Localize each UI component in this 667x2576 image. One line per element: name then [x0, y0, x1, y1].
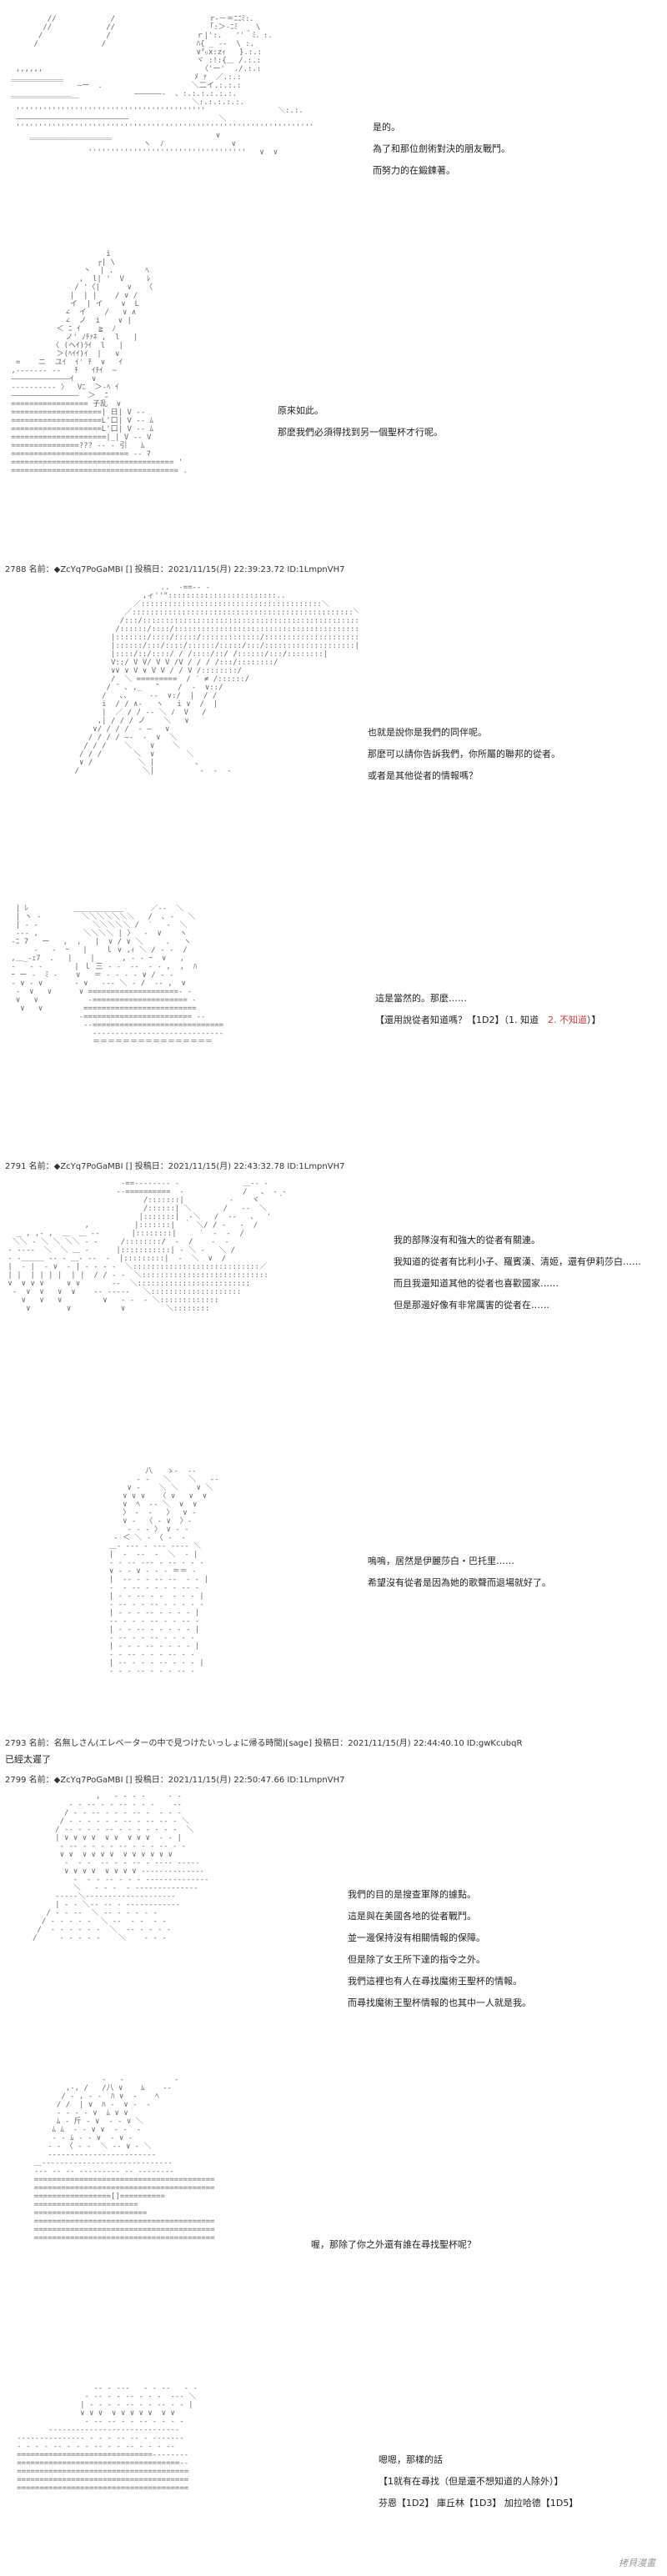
dialogue-line: 希望沒有從者是因為她的歌聲而退場就好了。 [368, 1577, 551, 1588]
post-header: 2788 名前：◆ZcYq7PoGaMBI [] 投稿日：2021/11/15(… [5, 565, 345, 574]
dialogue-panel-7: 我們的目的是搜查軍隊的據點。 這是與在美國各地的從者戰鬥。 並一邊保持沒有相關情… [348, 1884, 531, 2014]
ascii-art-panel-4: | ﾚ ___________ ／‐‐ ＼ | ヽ ‐ ＼＼＼＼＼＼＼ / ､ … [11, 905, 224, 1046]
dialogue-panel-2: 原來如此。 那麼我們必須得找到另一個聖杯才行呢。 [278, 400, 443, 444]
dialogue-line: 【還用說從者知道嗎？【1D2】（1. 知道 2. 不知道）】 [375, 1010, 600, 1031]
dialogue-line: 我們的目的是搜查軍隊的據點。 [348, 1889, 476, 1900]
dialogue-line: 我們這裡也有人在尋找魔術王聖杯的情報。 [348, 1976, 522, 1987]
dialogue-line: 嗯嗯，那樣的話 [379, 2454, 443, 2465]
dialogue-line: 喔，那除了你之外還有誰在尋找聖杯呢？ [311, 2239, 476, 2250]
dialogue-line: 是的。 [373, 122, 400, 133]
ascii-art-panel-7: , ‐ ‐ ‐ ‐ ‐ ‐ ‐ ‐ ‐‐ ‐ ‐ ‐‐ ‐ ‐ ‐ ‐‐ / ‐… [33, 1792, 209, 1942]
dialogue-line: 但是那邊好像有非常厲害的從者在…… [394, 1300, 549, 1311]
dialogue-line: 為了和那位劍術對決的朋友戰鬥。 [373, 143, 510, 154]
dialogue-panel-5: 我的部隊沒有和強大的從者有關連。 我知道的從者有比利小子、羅賓漢、清姬，還有伊莉… [394, 1230, 641, 1316]
watermark: 拷貝漫畫 [619, 2558, 655, 2568]
dialogue-line: 而且我還知道其他的從者也喜歡國家…… [394, 1278, 559, 1289]
dialogue-line: 而努力的在鍛鍊著。 [373, 165, 455, 176]
dialogue-line: 而尋找魔術王聖杯情報的也其中一人就是我。 [348, 1997, 531, 2008]
dialogue-panel-6: 嗚嗚，居然是伊麗莎白・巴托里…… 希望沒有從者是因為她的歌聲而退場就好了。 [368, 1551, 551, 1594]
ascii-art-panel-6: 八 ゝ‐ ‐‐ ‐ ‐ ＼ ＼ ‐‐ ∨ ‐ ＼ ＼ ∨ ＼ ∨ ∨ ∨ 〈 ∨… [108, 1467, 219, 1676]
post-header: 2791 名前：◆ZcYq7PoGaMBI [] 投稿日：2021/11/15(… [5, 1162, 345, 1171]
dialogue-line: 芬恩【1D2】 庫丘林【1D3】 加拉哈德【1D5】 [379, 2498, 579, 2508]
ascii-art-panel-8: ‐ ‐ ‐ ,-, / /八 ∨ ﾑ ‐‐ / ‐ , ‐ ‐ ﾊ ∨ ‐ ﾍ … [33, 2076, 215, 2243]
dialogue-line: 我的部隊沒有和強大的從者有關連。 [394, 1235, 540, 1245]
dialogue-panel-1: 是的。 為了和那位劍術對決的朋友戰鬥。 而努力的在鍛鍊著。 [373, 117, 510, 182]
dice-roll-main: 【還用說從者知道嗎？【1D2】（1. 知道 2. 不知道）】 [375, 1015, 601, 1025]
dice-roll-text: 【還用說從者知道嗎？【1D2】（1. 知道 2. 不知道）】 [375, 1015, 600, 1025]
post-header: 2793 名前：名無しさん(エレベーターの中で見つけたいっしょに帰る時間)[sa… [5, 1739, 523, 1748]
ascii-art-panel-5: ‐==‐‐‐‐‐‐‐‐ ‐ ＿‐‐ ‐ ‐‐========== ‐ / 、 ‐… [8, 1180, 287, 1313]
post-header: 2799 名前：◆ZcYq7PoGaMBI [] 投稿日：2021/11/15(… [5, 1776, 345, 1785]
dialogue-line: 那麼我們必須得找到另一個聖杯才行呢。 [278, 427, 443, 438]
dialogue-line: 原來如此。 [278, 405, 323, 416]
ascii-art-panel-1: // / r‐－＝ﾆﾆﾐ:． // // ｢:＞‐ﾆﾐ \ / / ｒ|':. … [11, 15, 315, 157]
reply-text: 已經太遲了 [5, 1754, 51, 1765]
dialogue-line: 那麼可以請你告訴我們，你所屬的聯邦的從者。 [368, 749, 560, 759]
dialogue-panel-8: 喔，那除了你之外還有誰在尋找聖杯呢？ [311, 2234, 476, 2256]
dialogue-line: 也就是說你是我們的同伴呢。 [368, 727, 487, 738]
ascii-art-panel-2: i ┌| \ 丶 | . ﾍ , l| ' V ﾚ / '〈| ∨ 〈 | | … [11, 250, 188, 475]
dialogue-line: 這是當然的。那麼…… [375, 993, 467, 1004]
dialogue-line: 並一邊保持沒有相關情報的保障。 [348, 1932, 485, 1943]
dialogue-line: 或者是其他從者的情報嗎？ [368, 770, 478, 781]
dialogue-line: 嗚嗚，居然是伊麗莎白・巴托里…… [368, 1556, 514, 1566]
dialogue-line: 但是除了女王所下達的指令之外。 [348, 1954, 485, 1965]
ascii-art-panel-3: .. -==‐‐ ‐ ,ィ''"::::::::::::::::::::::::… [74, 584, 359, 775]
dialogue-panel-3: 也就是說你是我們的同伴呢。 那麼可以請你告訴我們，你所屬的聯邦的從者。 或者是其… [368, 722, 560, 787]
ascii-art-panel-9: ‐‐ ‐ ‐‐‐ ‐ ‐ ‐‐ ‐ ‐ ‐ ‐‐ ‐ ‐ ‐‐ ‐ ‐ ‐ ‐‐… [17, 2384, 198, 2493]
dialogue-line: 這是與在美國各地的從者戰鬥。 [348, 1911, 476, 1922]
dialogue-line: 我知道的從者有比利小子、羅賓漢、清姬，還有伊莉莎白…… [394, 1256, 641, 1267]
dialogue-line: 【1就有在尋找（但是還不想知道的人除外）】 [379, 2476, 564, 2487]
dice-option-highlight: 2. 不知道 [547, 1015, 587, 1025]
dialogue-panel-9: 嗯嗯，那樣的話 【1就有在尋找（但是還不想知道的人除外）】 芬恩【1D2】 庫丘… [379, 2449, 578, 2514]
dialogue-panel-4: 這是當然的。那麼…… 【還用說從者知道嗎？【1D2】（1. 知道 2. 不知道）… [375, 988, 600, 1031]
